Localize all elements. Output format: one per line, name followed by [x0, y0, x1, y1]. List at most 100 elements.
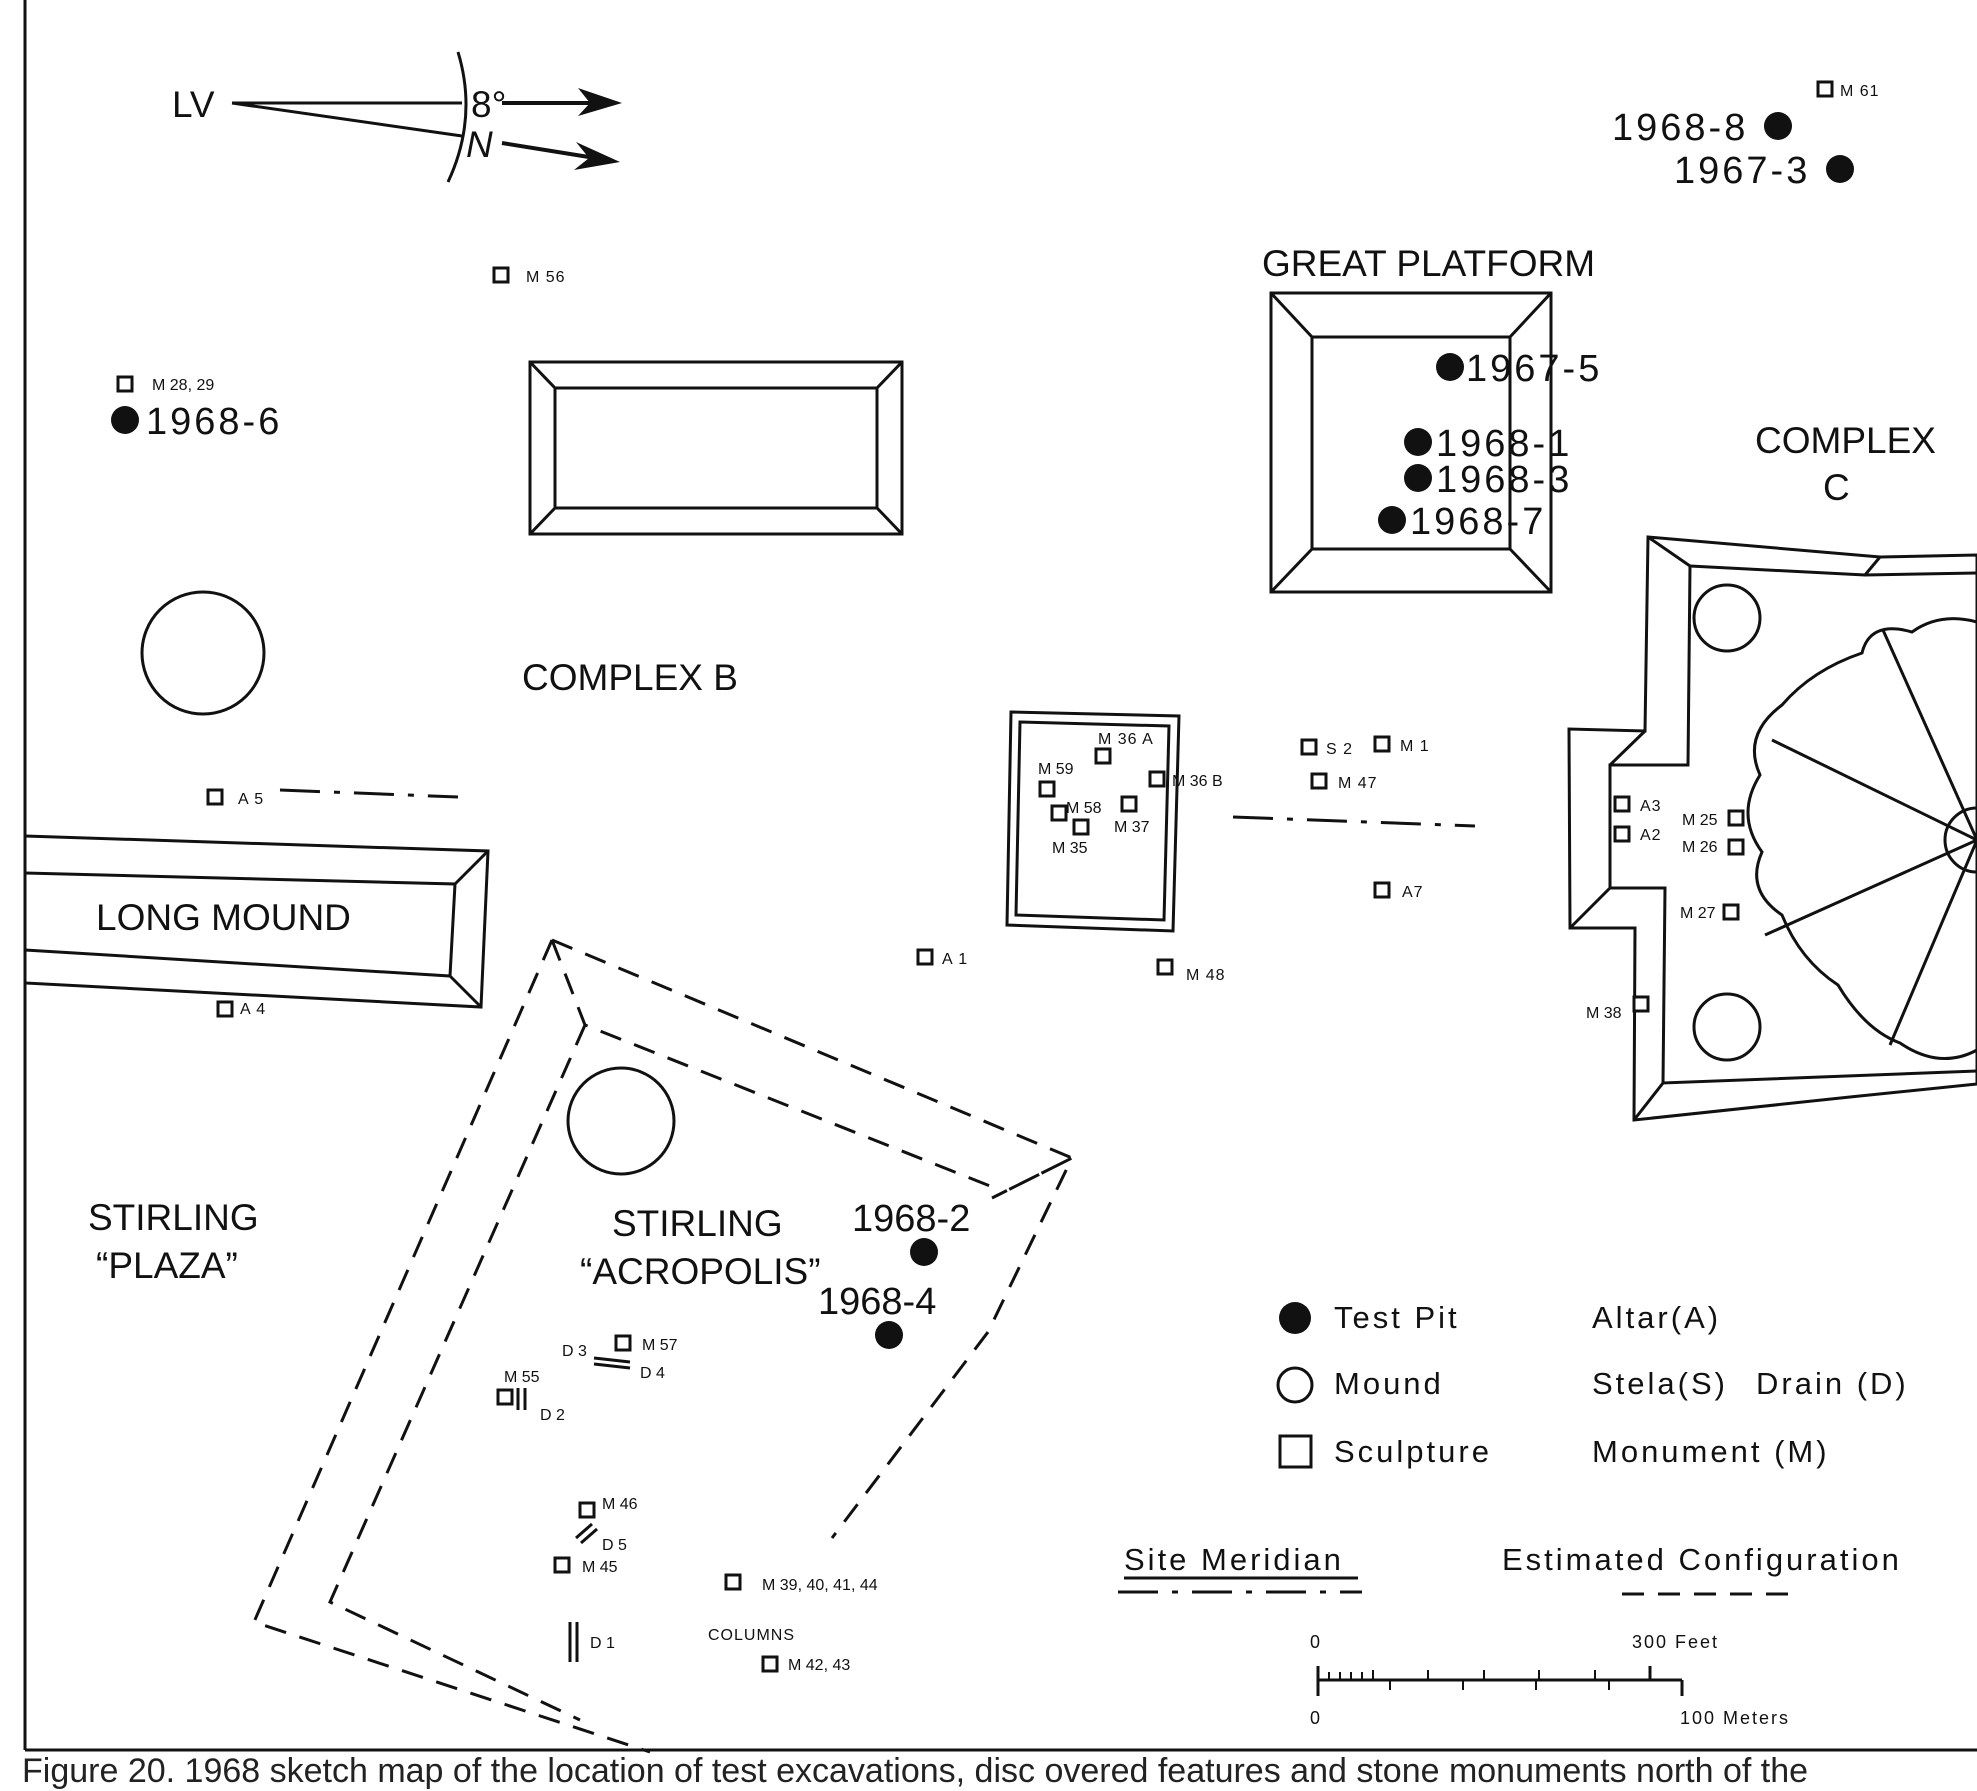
- sculpture-marker: [1727, 838, 1745, 856]
- sculpture-label: M 59: [1038, 761, 1074, 778]
- sculpture-label: M 36 A: [1098, 731, 1154, 748]
- sculpture-label: M 55: [504, 1369, 540, 1386]
- arrow-head-n: [574, 142, 620, 170]
- test-pits: 1968-8 1967-3 1967-5 1968-1 1968-3 1968-…: [111, 107, 1854, 1349]
- site-meridian-east: [1232, 815, 1476, 828]
- test-pit-label: 1967-3: [1674, 150, 1810, 192]
- sculpture-marker: [614, 1334, 632, 1352]
- sculpture-label: M 61: [1840, 83, 1880, 100]
- site-meridian-west: [279, 788, 459, 799]
- complex-c-fan: [1746, 617, 1977, 1060]
- sculpture-marker: [1727, 809, 1745, 827]
- angle-label: 8°: [471, 84, 506, 125]
- angle-arc: [446, 51, 468, 183]
- scale-feet-label: 300 Feet: [1632, 1632, 1719, 1652]
- sculpture-marker: [116, 375, 134, 393]
- sculpture-label: M 39, 40, 41, 44: [762, 1577, 878, 1594]
- drain-d5-symbol: [575, 1522, 593, 1540]
- long-mound: [23, 834, 490, 1009]
- sculpture-label: A 1: [942, 951, 968, 968]
- drain-label: D 2: [540, 1407, 565, 1424]
- columns-label: COLUMNS: [708, 1627, 795, 1644]
- scale-meters-zero: 0: [1310, 1708, 1322, 1728]
- test-pit-marker: [1436, 353, 1464, 381]
- drains: D 3 D 4 D 2 D 5 D 1: [516, 1343, 665, 1662]
- complex-b-label: COMPLEX B: [522, 657, 738, 698]
- test-pit-label: 1968-8: [1612, 107, 1748, 149]
- drain-label: D 1: [590, 1635, 615, 1652]
- mound-west: [140, 590, 266, 716]
- sculpture-marker: [496, 1388, 514, 1406]
- sculpture-marker: [1816, 80, 1834, 98]
- sculpture-label: M 37: [1114, 819, 1150, 836]
- sculpture-marker: [206, 788, 224, 806]
- legend-altar-label: Altar(A): [1592, 1300, 1721, 1335]
- sculpture-label: A7: [1402, 884, 1424, 901]
- complex-b-mound: [528, 360, 904, 536]
- stirling-acropolis-label-line1: STIRLING: [612, 1203, 783, 1244]
- sculpture-label: M 25: [1682, 812, 1718, 829]
- scale-bar: 0 300 Feet 0 100 Meters: [1310, 1632, 1790, 1728]
- sculpture-marker: [216, 1000, 234, 1018]
- central-platform: [1005, 710, 1181, 933]
- sculpture-label: M 1: [1400, 738, 1430, 755]
- test-pit-marker: [910, 1238, 938, 1266]
- sculpture-marker: [1613, 795, 1631, 813]
- drain-label: D 3: [562, 1343, 587, 1360]
- sculpture-label: A3: [1640, 798, 1662, 815]
- sculpture-label: M 56: [526, 269, 566, 286]
- sculpture-marker: [553, 1556, 571, 1574]
- test-pit-label: 1968-6: [146, 401, 282, 443]
- sculpture-label: A 4: [240, 1001, 266, 1018]
- sculpture-label: M 36 B: [1172, 773, 1223, 790]
- great-platform-label: GREAT PLATFORM: [1262, 243, 1595, 284]
- sculpture-marker: [492, 266, 510, 284]
- sculpture-label: A2: [1640, 827, 1662, 844]
- drain-label: D 4: [640, 1365, 665, 1382]
- sculpture-marker: [1613, 825, 1631, 843]
- sculptures: M 61 M 56 M 28, 29 M 36 A M 59 M 36 B M …: [116, 80, 1880, 1674]
- test-pit-marker: [1764, 112, 1792, 140]
- sculpture-label: M 27: [1680, 905, 1716, 922]
- sculpture-marker: [1300, 738, 1318, 756]
- arrow-head-lv: [578, 88, 622, 116]
- sculpture-marker: [761, 1655, 779, 1673]
- sculpture-label: M 45: [582, 1559, 618, 1576]
- lv-label: LV: [172, 84, 215, 125]
- legend-mound-label: Mound: [1334, 1366, 1444, 1401]
- mound-complex-c-south: [1692, 992, 1762, 1062]
- sculpture-label: M 28, 29: [152, 377, 214, 394]
- complex-c: [1567, 535, 1977, 1122]
- stirling-acropolis-label-line2: “ACROPOLIS”: [580, 1251, 821, 1292]
- sculpture-marker: [1120, 795, 1138, 813]
- sculpture-marker: [1156, 958, 1174, 976]
- sculpture-marker: [1072, 818, 1090, 836]
- sculpture-marker: [1038, 780, 1056, 798]
- test-pit-label: 1968-1: [1436, 423, 1572, 465]
- sculpture-label: M 46: [602, 1496, 638, 1513]
- sculpture-marker: [1094, 747, 1112, 765]
- drain-label: D 5: [602, 1537, 627, 1554]
- legend: Test Pit Mound Sculpture Altar(A) Stela(…: [1118, 1300, 1906, 1596]
- test-pit-label: 1968-4: [818, 1281, 936, 1323]
- sculpture-label: M 42, 43: [788, 1657, 850, 1674]
- scale-meters-label: 100 Meters: [1680, 1708, 1790, 1728]
- test-pit-marker: [1826, 155, 1854, 183]
- sculpture-marker: [1373, 735, 1391, 753]
- stirling-plaza-label-line1: STIRLING: [88, 1197, 259, 1238]
- legend-test-pit-symbol: [1279, 1302, 1311, 1334]
- test-pit-marker: [1404, 428, 1432, 456]
- mound-complex-c-north: [1692, 583, 1762, 653]
- test-pit-label: 1968-7: [1410, 501, 1546, 543]
- sculpture-label: M 35: [1052, 840, 1088, 857]
- great-platform: [1269, 291, 1553, 594]
- sculpture-label: M 57: [642, 1337, 678, 1354]
- north-arrow: LV 8° N: [172, 51, 622, 183]
- sculpture-label: M 38: [1586, 1005, 1622, 1022]
- legend-estimated-configuration-label: Estimated Configuration: [1502, 1542, 1902, 1577]
- north-label: N: [466, 124, 493, 165]
- test-pit-marker: [1404, 464, 1432, 492]
- sculpture-marker: [1050, 804, 1068, 822]
- legend-mound-symbol: [1276, 1366, 1314, 1404]
